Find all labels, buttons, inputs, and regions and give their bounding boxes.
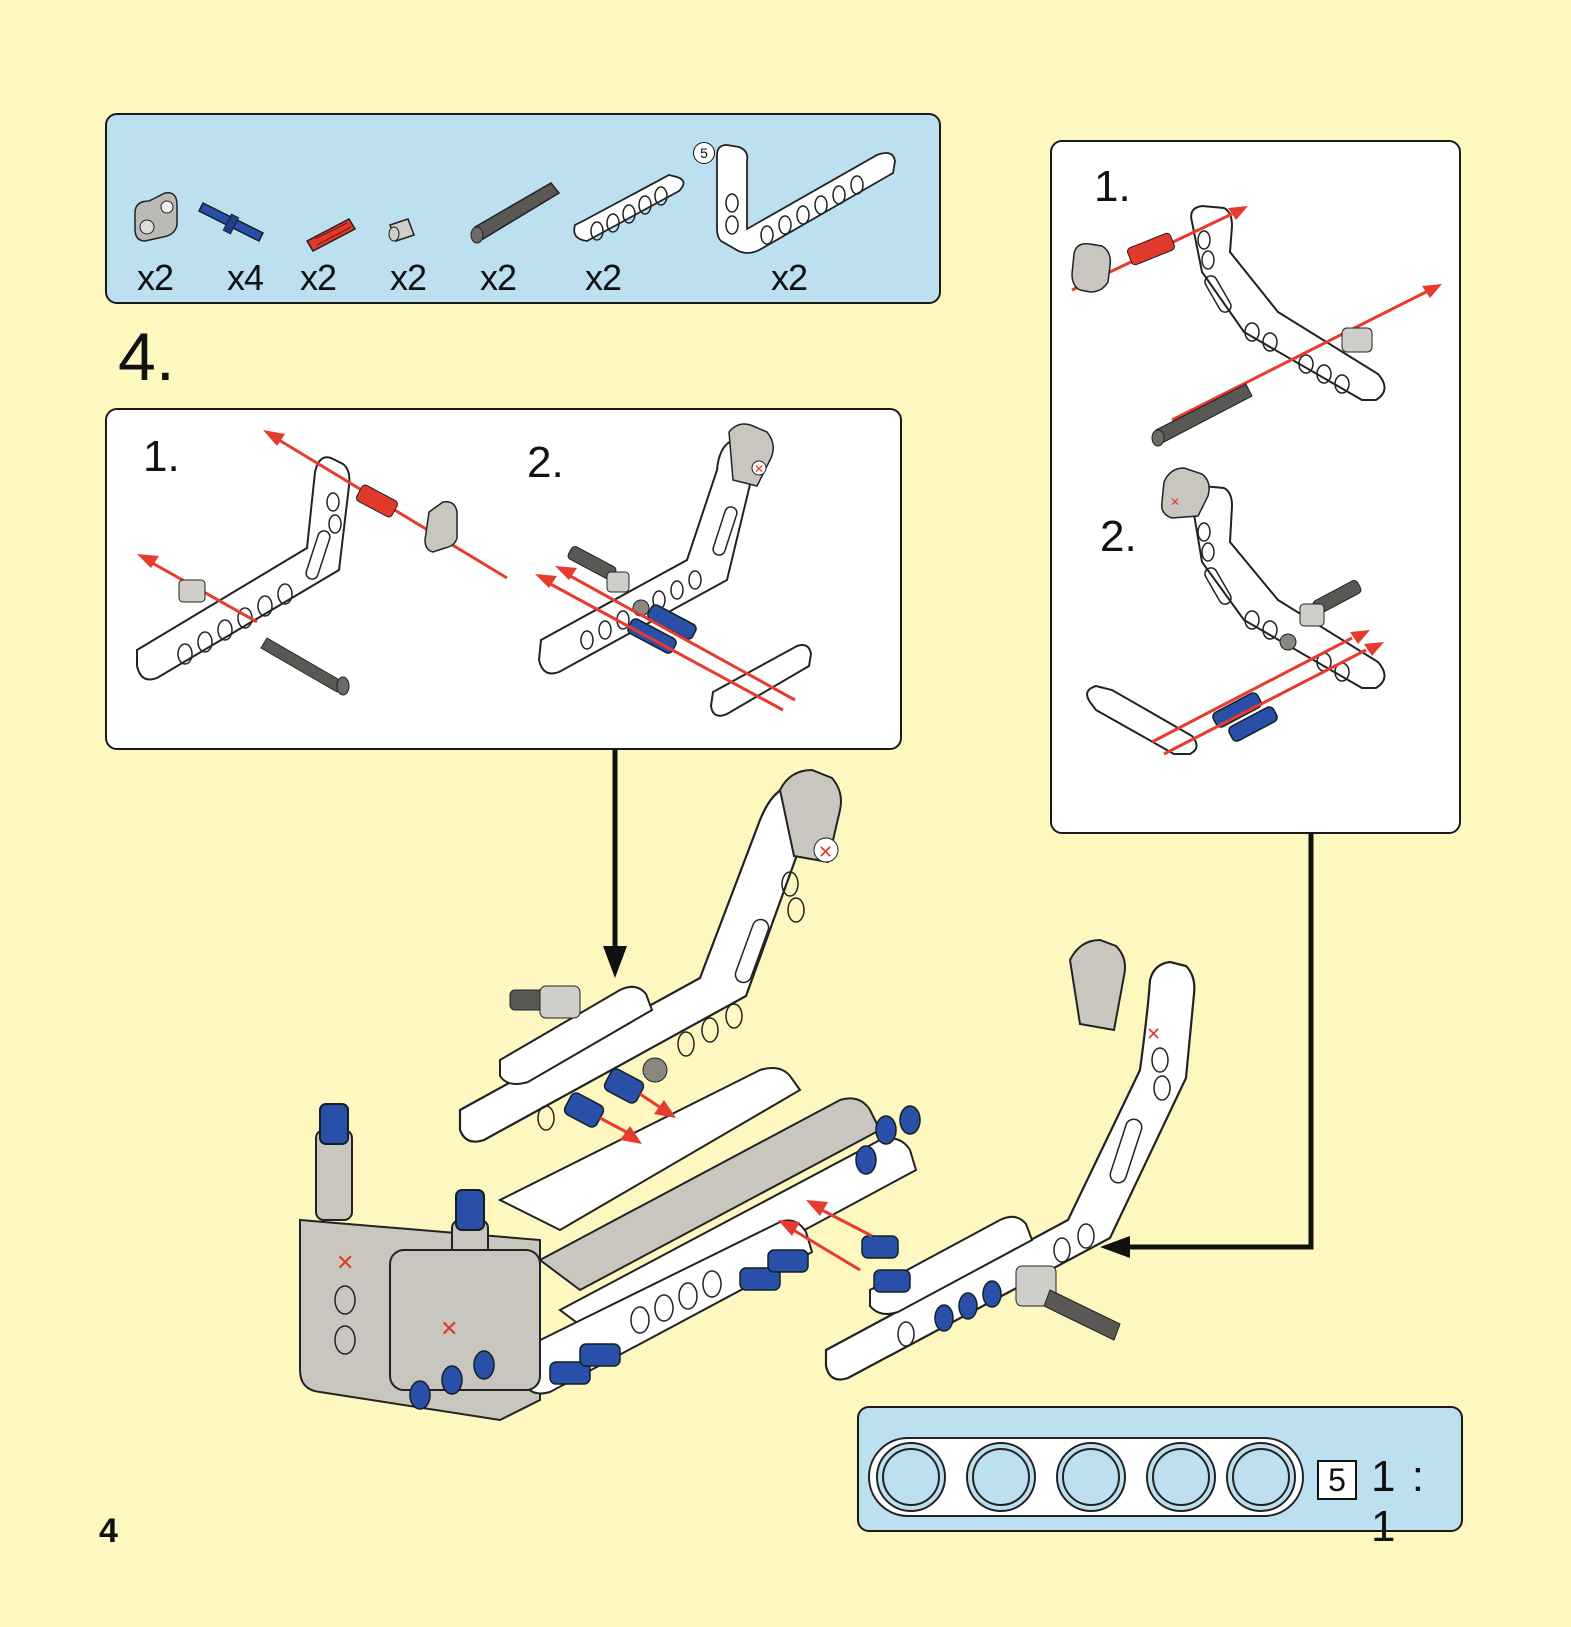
part-quantity: x2 [137,257,174,298]
right-bent-beam: ✕ [778,938,1196,1381]
side-substep-2-illustration: ✕ [1086,467,1386,756]
substep-panel-main: 1. 2. ✕ [105,408,902,750]
bush-icon [388,218,415,242]
part-quantity: x2 [300,257,337,298]
part-quantity: x2 [771,257,808,298]
beam-length-badge: 5 [693,142,715,164]
side-substep-illustrations: ✕ [1071,204,1442,756]
scale-ratio: 1 : 1 [1371,1452,1426,1551]
substep-panel-side: 1. 2. ✕ [1050,140,1461,834]
bent-beam-icon [716,144,896,254]
svg-text:✕: ✕ [754,462,764,476]
parts-icons [134,144,896,254]
part-quantity: x2 [585,257,622,298]
step-number: 4. [118,319,175,395]
substep-2-illustration: ✕ [535,423,813,717]
beam-length-label: 5 [1317,1460,1357,1500]
blue-pin-icon [197,201,265,243]
axle-pin-connector-icon [134,192,178,242]
page-number: 4 [99,1512,118,1550]
substep-label: 1. [143,432,180,481]
svg-text:✕: ✕ [1146,1024,1161,1044]
upper-bent-beam: ✕ [458,768,842,1144]
beam-5-actual-size [868,1437,1304,1517]
red-axle-icon [305,218,357,252]
dark-axle-icon [470,182,561,244]
base-frame: ✕ ✕ [299,1067,921,1422]
scale-reference-panel: 5 1 : 1 [857,1406,1463,1551]
connector-arrow-down [603,750,627,978]
part-quantity: x4 [227,257,264,298]
part-quantity: x2 [390,257,427,298]
parts-list-panel: 5 x2 x4 x2 x2 x2 x2 x2 [105,113,941,304]
connector-arrow-left [1100,834,1314,1258]
side-substep-1-illustration [1071,204,1442,447]
svg-text:✕: ✕ [440,1316,458,1341]
substep-label: 1. [1094,162,1131,211]
beam-5-icon [573,174,685,242]
substep-label: 2. [527,438,564,487]
substep-1-illustration [136,430,508,696]
substep-illustrations: ✕ [136,423,813,717]
svg-text:✕: ✕ [1170,495,1180,509]
svg-text:✕: ✕ [818,842,833,862]
part-quantity: x2 [480,257,517,298]
svg-text:✕: ✕ [336,1250,354,1275]
substep-label: 2. [1100,512,1137,561]
